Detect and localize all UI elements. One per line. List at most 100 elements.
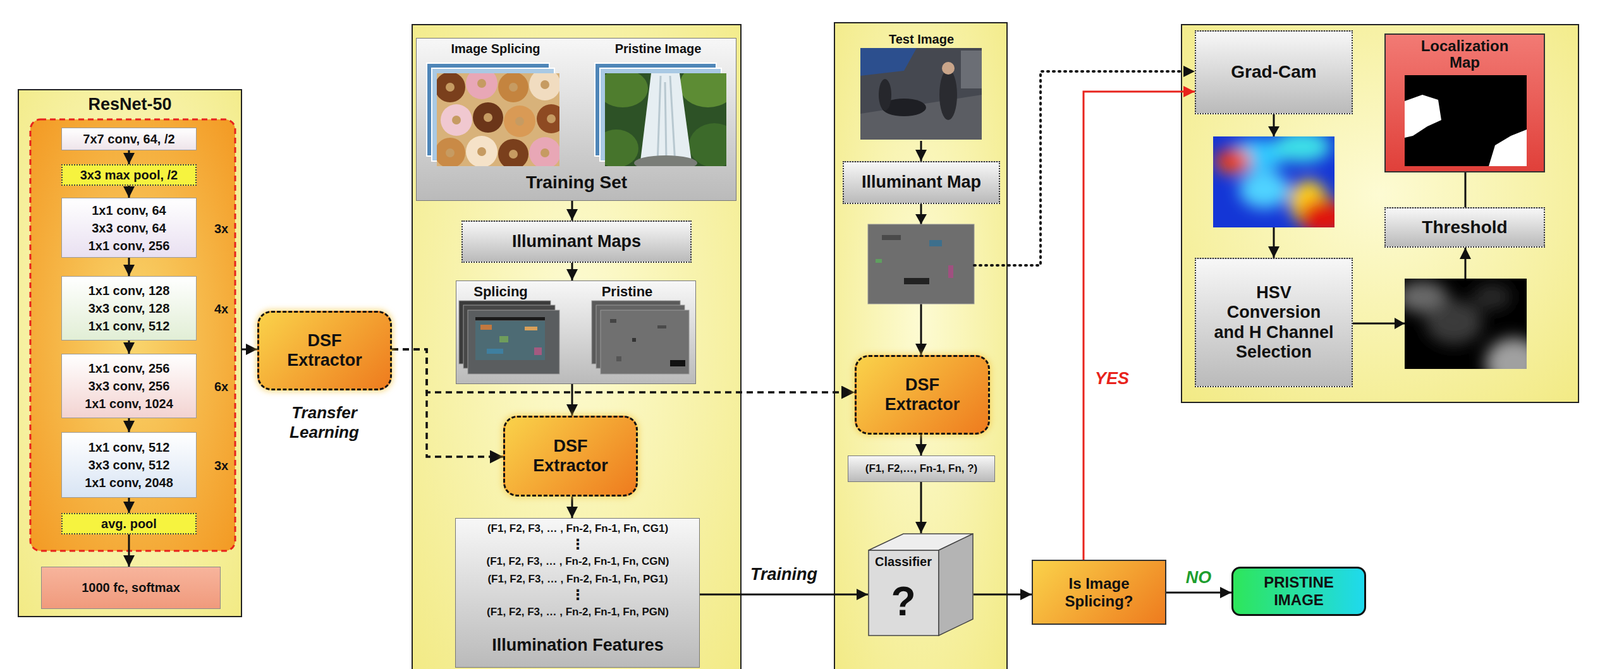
node-text: 3x3 max pool, /2 [80,168,179,183]
donut-hole [508,149,518,159]
street [860,94,982,140]
panel-background [18,89,242,617]
map-patch [475,317,545,321]
node-text: Training Set [525,172,628,193]
flow-arrow [128,498,131,514]
donut [465,135,498,167]
donut [436,137,466,167]
flow-arrow [128,185,131,198]
node-text: Is Image Splicing? [1051,575,1147,611]
node-text: 1000 fc, softmax [81,580,181,596]
flow-arrow [1083,91,1195,561]
bottleneck-block: 1x1 conv, 5123x3 conv, 5121x1 conv, 2048 [61,432,197,499]
foliage [679,73,727,108]
node-text: 7x7 conv, 64, /2 [82,132,175,147]
annotation: Transfer Learning [270,403,379,443]
node-text: 1x1 conv, 2048 [84,474,174,492]
edge-label: Training [750,564,818,585]
donut [436,73,466,103]
node-text: 1x1 conv, 64 [91,201,166,220]
bottleneck-block: 1x1 conv, 643x3 conv, 641x1 conv, 256 [61,197,197,258]
heat-blob [1239,170,1290,209]
map-patch [499,336,509,343]
donut [536,104,560,134]
donut-hole [540,148,550,158]
flow-arrow [699,594,868,597]
node-text: 1x1 conv, 1024 [84,395,174,413]
waterfall [639,73,693,167]
flow-arrow [128,418,131,433]
hue-blob [1425,300,1483,345]
donut-hole [477,147,487,157]
map-patch [534,347,542,356]
donut-hole [515,116,525,126]
flow-arrow [128,340,131,355]
donut-hole [540,80,550,90]
figure [878,79,892,111]
bottleneck-block: 1x1 conv, 2563x3 conv, 2561x1 conv, 1024 [61,354,197,419]
hue-blob [1485,338,1527,370]
conv-layer: 7x7 conv, 64, /2 [61,127,197,151]
map-patch [632,338,636,342]
dotted-wire [974,71,1185,266]
node-text: DSF Extractor [523,436,619,477]
donut-hole [451,115,461,125]
backbone-region [30,119,236,552]
donut [529,137,560,167]
map-patch [875,259,882,263]
illuminant-map [600,310,690,375]
donut [498,139,529,167]
repeat-count: 3x [214,221,229,237]
feature-vector: (F1, F2,…, Fn-1, Fn, ?) [847,455,996,483]
cube-outline [867,533,974,637]
network-panel: ResNet-507x7 conv, 64, /23x3 max pool, /… [18,89,242,617]
extractor-box: DSF Extractor [503,415,638,497]
node-text: ⋮ [570,587,585,604]
foliage [604,129,639,167]
rock [634,155,698,167]
repeat-count: 6x [214,379,229,395]
map-patch [670,360,686,367]
heatmap [1213,136,1335,228]
panel-background [834,22,1008,669]
node-text: 1x1 conv, 256 [88,359,171,378]
node-text: ? [890,579,916,626]
map-patch [524,326,538,331]
mask-region [1404,94,1442,138]
foliage [604,73,648,108]
node-text: Pristine Image [615,41,702,57]
result-box: PRISTINE IMAGE [1231,567,1367,617]
donut-hole [477,79,487,88]
pristine-photo [604,73,727,167]
node-text: 1x1 conv, 512 [88,317,171,336]
donut [440,104,473,136]
node-text: (F1, F2, F3, … , Fn-2, Fn-1, Fn, PGN) [486,606,669,619]
extractor-box: DSF Extractor [257,311,392,391]
flow-arrow [571,262,574,281]
map-patch [616,356,622,362]
donut [529,73,560,101]
flow-arrow [241,348,258,351]
flow-arrow [128,534,131,568]
flow-arrow [571,201,574,221]
classifier-cube: Classifier? [867,533,974,637]
flow-arrow [128,257,131,277]
map-patch [610,319,617,324]
map-patch [929,240,942,247]
heat-blob [1273,136,1331,163]
node-text: Test Image [888,32,954,47]
node-text: avg. pool [101,517,157,532]
donut-hole [445,148,455,158]
map-patch [948,265,954,279]
cube-face [868,550,939,636]
donut [465,73,498,100]
panel-background [412,24,741,669]
node-text: (F1, F2, F3, … , Fn-2, Fn-1, Fn, CG1) [487,522,669,536]
node-text: (F1, F2, F3, … , Fn-2, Fn-1, Fn, CGN) [486,555,670,569]
mask-region [1488,129,1527,167]
donut-hole [445,82,455,92]
flow-arrow [920,434,923,456]
process-box: Grad-Cam [1194,30,1353,115]
flow-arrow [920,140,923,162]
flow-arrow [571,496,574,519]
